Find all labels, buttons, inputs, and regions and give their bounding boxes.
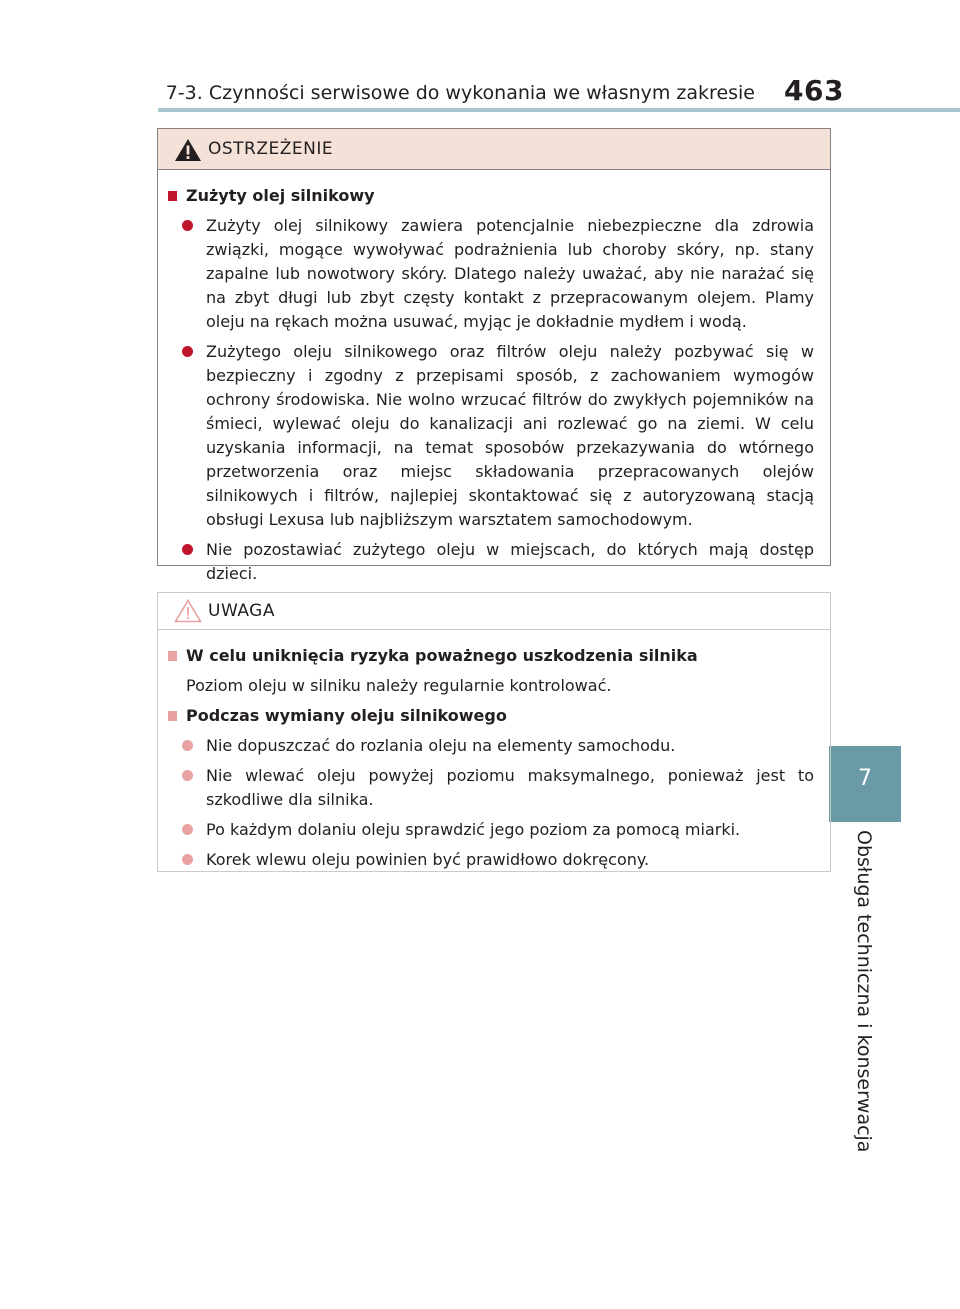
list-item: Nie wlewać oleju powyżej poziomu maksyma… [168, 764, 814, 812]
notice-section-title-text: W celu uniknięcia ryzyka poważnego uszko… [186, 646, 698, 665]
notice-section-title-text: Podczas wymiany oleju silnikowego [186, 706, 507, 725]
chapter-tab: 7 [829, 746, 901, 822]
list-item-text: Nie wlewać oleju powyżej poziomu maksyma… [206, 766, 814, 809]
list-item: Nie pozostawiać zużytego oleju w miejsca… [168, 538, 814, 586]
chapter-title-vertical: Obsługa techniczna i konserwacja [844, 830, 884, 1152]
warning-section-title: Zużyty olej silnikowy [168, 184, 814, 208]
warning-label: OSTRZEŻENIE [208, 139, 334, 159]
list-item: Korek wlewu oleju powinien być prawidłow… [168, 848, 814, 872]
square-bullet-icon [168, 651, 177, 661]
list-item: Zużytego oleju silnikowego oraz filtrów … [168, 340, 814, 532]
round-bullet-icon [182, 854, 193, 865]
round-bullet-icon [182, 544, 193, 555]
caution-triangle-icon [174, 599, 202, 623]
header-rule [158, 108, 960, 112]
list-item: Zużyty olej silnikowy zawiera potencjaln… [168, 214, 814, 334]
list-item-text: Nie pozostawiać zużytego oleju w miejsca… [206, 540, 814, 583]
list-item: Nie dopuszczać do rozlania oleju na elem… [168, 734, 814, 758]
section-title: 7-3. Czynności serwisowe do wykonania we… [165, 82, 755, 104]
list-item-text: Nie dopuszczać do rozlania oleju na elem… [206, 736, 676, 755]
notice-section-title: W celu uniknięcia ryzyka poważnego uszko… [168, 644, 814, 668]
square-bullet-icon [168, 191, 177, 201]
round-bullet-icon [182, 770, 193, 781]
notice-box: UWAGA W celu uniknięcia ryzyka poważnego… [157, 592, 831, 872]
page-header: 7-3. Czynności serwisowe do wykonania we… [0, 0, 960, 116]
page-number: 463 [784, 74, 844, 107]
warning-body: Zużyty olej silnikowy Zużyty olej silnik… [158, 170, 830, 586]
round-bullet-icon [182, 824, 193, 835]
notice-section-title: Podczas wymiany oleju silnikowego [168, 704, 814, 728]
warning-header: OSTRZEŻENIE [158, 129, 830, 170]
list-item-text: Korek wlewu oleju powinien być prawidłow… [206, 850, 650, 869]
list-item-text: Zużytego oleju silnikowego oraz filtrów … [206, 342, 814, 529]
warning-box: OSTRZEŻENIE Zużyty olej silnikowy Zużyty… [157, 128, 831, 583]
chapter-title: Obsługa techniczna i konserwacja [853, 830, 875, 1153]
square-bullet-icon [168, 711, 177, 721]
list-item: Po każdym dolaniu oleju sprawdzić jego p… [168, 818, 814, 842]
notice-header: UWAGA [158, 593, 830, 630]
notice-body: W celu uniknięcia ryzyka poważnego uszko… [158, 630, 830, 872]
round-bullet-icon [182, 740, 193, 751]
notice-label: UWAGA [208, 601, 275, 621]
list-item-text: Zużyty olej silnikowy zawiera potencjaln… [206, 216, 814, 331]
round-bullet-icon [182, 346, 193, 357]
warning-triangle-icon [175, 139, 201, 161]
list-item-text: Po każdym dolaniu oleju sprawdzić jego p… [206, 820, 741, 839]
round-bullet-icon [182, 220, 193, 231]
notice-paragraph: Poziom oleju w silniku należy regularnie… [186, 676, 612, 695]
chapter-number: 7 [858, 766, 872, 791]
warning-section-title-text: Zużyty olej silnikowy [186, 186, 375, 205]
